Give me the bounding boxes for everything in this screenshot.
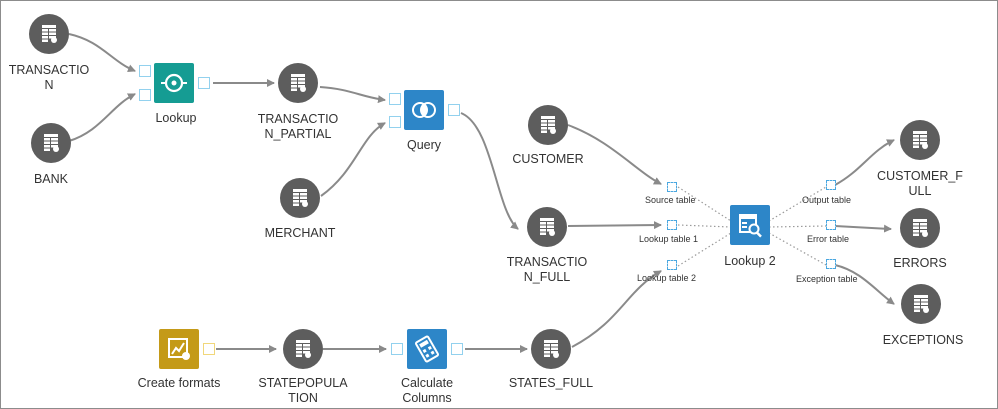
table-icon (544, 340, 559, 358)
customer-full-node[interactable] (900, 120, 940, 160)
lookup-table-2-port-label: Lookup table 2 (637, 273, 697, 283)
lookup-input-port-1[interactable] (139, 65, 151, 77)
lookup2-node[interactable] (730, 205, 770, 245)
dotted-lookup2-to-output (768, 186, 827, 222)
dotted-lookup2-to-exception (768, 232, 827, 266)
transaction-partial-label: TRANSACTIO N_PARTIAL (257, 112, 339, 141)
errors-node[interactable] (900, 208, 940, 248)
create-formats-label: Create formats (137, 376, 221, 390)
lookup-table-1-port[interactable] (667, 220, 677, 230)
transaction-node[interactable] (29, 14, 69, 54)
statepopulation-label: STATEPOPULA TION (258, 376, 348, 405)
bank-node[interactable] (31, 123, 71, 163)
query-label: Query (406, 138, 442, 152)
dotted-lookup2-to-error (768, 225, 827, 228)
transaction-full-node[interactable] (527, 207, 567, 247)
edge-states-full-lookup2 (571, 270, 662, 348)
lookup2-label: Lookup 2 (724, 254, 776, 268)
query-input-port-1[interactable] (389, 93, 401, 105)
query-output-port[interactable] (448, 104, 460, 116)
table-icon (913, 219, 928, 237)
error-table-port-label: Error table (807, 234, 850, 244)
source-table-port[interactable] (667, 182, 677, 192)
merchant-label: MERCHANT (264, 226, 336, 240)
edge-merchant-query (320, 122, 386, 197)
edge-output-customer-full (834, 139, 895, 186)
edge-bank-lookup (68, 93, 136, 142)
states-full-label: STATES_FULL (508, 376, 594, 390)
transaction-partial-node[interactable] (278, 63, 318, 103)
query-input-port-2[interactable] (389, 116, 401, 128)
create-formats-icon (168, 338, 190, 360)
create-formats-node[interactable] (159, 329, 199, 369)
edge-query-transaction-full (460, 112, 519, 230)
transaction-label: TRANSACTIO N (8, 63, 90, 92)
transaction-full-label: TRANSACTIO N_FULL (506, 255, 588, 284)
output-table-port[interactable] (826, 180, 836, 190)
errors-label: ERRORS (893, 256, 947, 270)
customer-node[interactable] (528, 105, 568, 145)
edge-error-errors (834, 224, 892, 233)
lookup-table-icon (739, 214, 762, 238)
source-table-port-label: Source table (645, 195, 696, 205)
table-icon (44, 134, 59, 152)
exception-table-port-label: Exception table (796, 274, 858, 284)
exception-table-port[interactable] (826, 259, 836, 269)
edge-exception-exceptions (834, 264, 895, 305)
calculator-icon (414, 335, 440, 363)
table-icon (296, 340, 311, 358)
output-table-port-label: Output table (802, 195, 852, 205)
exceptions-node[interactable] (901, 284, 941, 324)
edge-customer-source (567, 124, 662, 185)
table-icon (291, 74, 306, 92)
states-full-node[interactable] (531, 329, 571, 369)
query-node[interactable] (404, 90, 444, 130)
table-icon (42, 25, 57, 43)
query-icon (412, 102, 436, 118)
lookup-output-port[interactable] (198, 77, 210, 89)
lookup-label: Lookup (155, 111, 197, 125)
customer-label: CUSTOMER (512, 152, 584, 166)
edge-transaction-lookup (68, 33, 136, 72)
calculate-columns-output-port[interactable] (451, 343, 463, 355)
calculate-columns-node[interactable] (407, 329, 447, 369)
bank-label: BANK (33, 172, 69, 186)
lookup-input-port-2[interactable] (139, 89, 151, 101)
statepopulation-node[interactable] (283, 329, 323, 369)
lookup-table-2-port[interactable] (667, 260, 677, 270)
calculate-columns-input-port[interactable] (391, 343, 403, 355)
table-icon (913, 131, 928, 149)
dotted-lookup2port-to-lookup2 (677, 232, 732, 267)
table-icon (914, 295, 929, 313)
exceptions-label: EXCEPTIONS (882, 333, 964, 347)
merchant-node[interactable] (280, 178, 320, 218)
error-table-port[interactable] (826, 220, 836, 230)
lookup-node[interactable] (154, 63, 194, 103)
edge-transaction-partial-query (319, 86, 386, 104)
table-icon (541, 116, 556, 134)
table-icon (293, 189, 308, 207)
calculate-columns-label: Calculate Columns (400, 376, 454, 405)
dotted-lookup1-to-lookup2 (677, 224, 732, 228)
edge-transaction-full-lookup1 (567, 221, 662, 230)
dotted-source-to-lookup2 (677, 186, 732, 222)
table-icon (540, 218, 555, 236)
lookup-table-1-port-label: Lookup table 1 (639, 234, 699, 244)
lookup-icon (161, 73, 187, 93)
customer-full-label: CUSTOMER_F ULL (877, 169, 963, 198)
create-formats-output-port[interactable] (203, 343, 215, 355)
